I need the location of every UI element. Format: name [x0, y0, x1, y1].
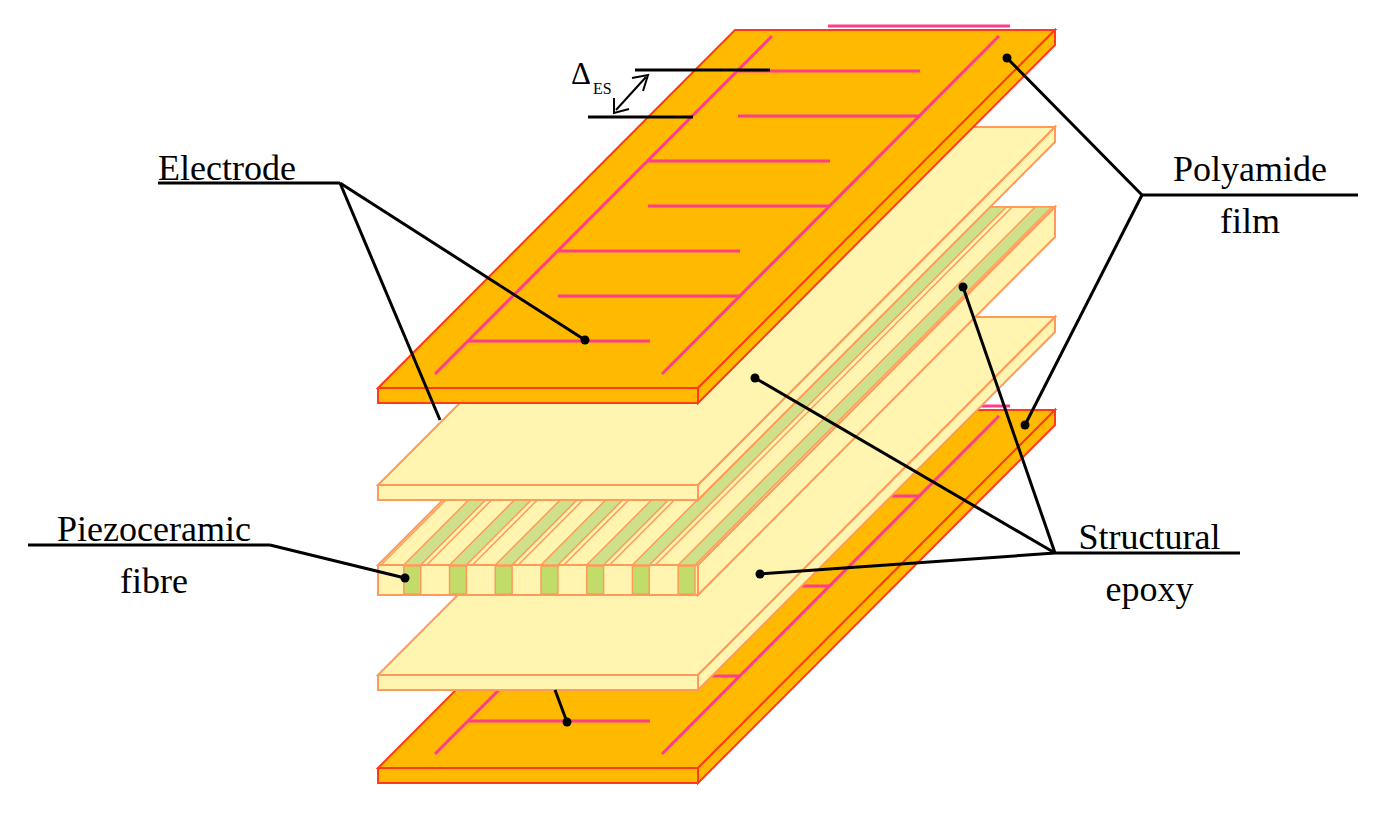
polyamide-film-top [378, 30, 1055, 388]
electrode-finger [468, 720, 650, 723]
part-label: Electrode [158, 142, 418, 194]
part-label: Piezoceramic fibre [24, 503, 284, 607]
fibre-front [632, 566, 649, 594]
fibre-front [495, 566, 512, 594]
electrode-finger [828, 25, 1010, 28]
electrode-finger [468, 340, 650, 343]
electrode-finger [648, 160, 830, 163]
dimension-symbol: Δ [571, 56, 591, 92]
electrode-finger [558, 295, 740, 298]
dimension-subscript: ES [593, 80, 612, 98]
fibre-front [541, 566, 558, 594]
electrode-finger [648, 205, 830, 208]
part-label: Polyamide film [1140, 143, 1360, 247]
fibre-front [450, 566, 467, 594]
structural-epoxy-front [378, 675, 698, 690]
fibre-front [587, 566, 604, 594]
part-label: Structural epoxy [1052, 511, 1247, 615]
electrode-finger [738, 115, 920, 118]
fibre-front [678, 566, 695, 594]
piezoceramic-layer-front [378, 565, 698, 595]
polyamide-film-side [698, 30, 1055, 403]
polyamide-film [378, 26, 1055, 403]
polyamide-film-front [378, 768, 698, 783]
electrode-finger [558, 250, 740, 253]
structural-epoxy-front [378, 485, 698, 500]
